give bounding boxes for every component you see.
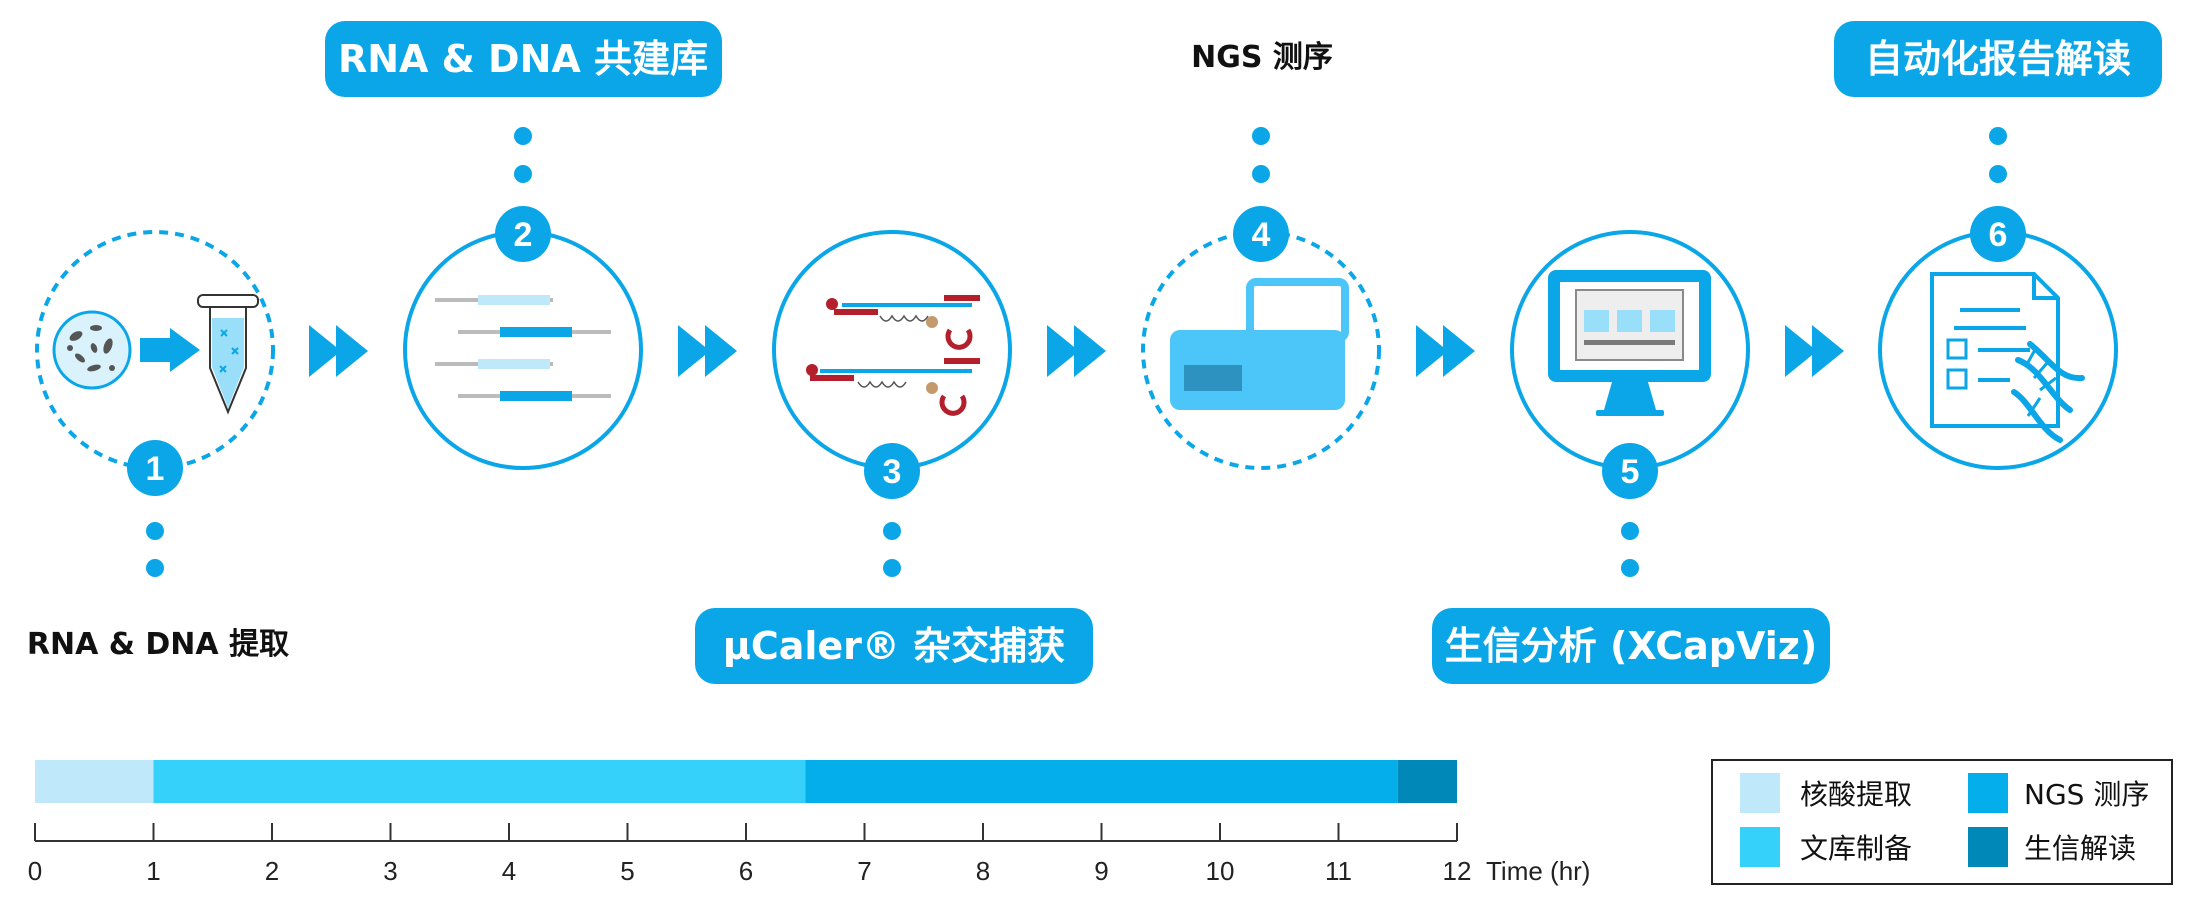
label-pill-5: [1432, 608, 1830, 684]
step-badge-2: 2: [495, 206, 551, 262]
legend-box: [1711, 759, 2173, 885]
tick-label: 3: [383, 856, 397, 886]
tick-label: 0: [28, 856, 42, 886]
dot: [1252, 127, 1270, 145]
flow-arrows: [309, 325, 1844, 377]
step-1-circle: [35, 230, 275, 470]
timeline-segment-1: [153, 760, 806, 803]
label-pill-3: [695, 608, 1093, 684]
tick-label: 12: [1443, 856, 1472, 886]
dot: [1989, 127, 2007, 145]
dot: [514, 127, 532, 145]
legend-swatch-sequencing: [1968, 773, 2008, 813]
x-axis-label: Time (hr): [1486, 856, 1590, 886]
dot: [1621, 559, 1639, 577]
tick-label: 8: [976, 856, 990, 886]
step-2-label: RNA & DNA 共建库: [338, 37, 708, 81]
step-1-label: RNA & DNA 提取: [27, 627, 289, 662]
step-label-3: μCaler® 杂交捕获: [695, 608, 1093, 684]
step-badge-6: 6: [1970, 206, 2026, 262]
legend-label-sequencing: NGS 测序: [2024, 778, 2149, 811]
sequencer-icon: [1170, 278, 1349, 410]
label-pill-6: [1834, 21, 2162, 97]
step-label-5: 生信分析 (XCapViz): [1432, 608, 1830, 684]
step-1-number: 1: [146, 450, 165, 488]
step-4-label: NGS 测序: [1191, 40, 1333, 75]
capture-probe-icon: [806, 295, 980, 416]
label-pill-2: [325, 21, 722, 97]
step-label-2: RNA & DNA 共建库: [325, 21, 722, 97]
step-2-number: 2: [514, 216, 533, 254]
dot: [514, 165, 532, 183]
tick-label: 7: [857, 856, 871, 886]
tick-label: 10: [1206, 856, 1235, 886]
double-chevron-icon: [1785, 325, 1844, 377]
step-3-number: 3: [883, 453, 902, 491]
legend-label-analysis: 生信解读: [2024, 832, 2136, 865]
step-3-label: μCaler® 杂交捕获: [723, 624, 1065, 668]
step-5-label: 生信分析 (XCapViz): [1445, 624, 1818, 668]
legend-swatch-library: [1740, 827, 1780, 867]
dot: [1621, 522, 1639, 540]
step-4-number: 4: [1252, 216, 1271, 254]
tick-label: 2: [265, 856, 279, 886]
legend-swatch-analysis: [1968, 827, 2008, 867]
tick-label: 9: [1094, 856, 1108, 886]
step-6-label: 自动化报告解读: [1865, 37, 2131, 81]
step-badge-3: 3: [864, 443, 920, 499]
legend: 核酸提取 文库制备 NGS 测序 生信解读: [1711, 759, 2173, 885]
legend-label-library: 文库制备: [1800, 832, 1912, 865]
step-5-number: 5: [1621, 453, 1640, 491]
step-4-circle: [1141, 230, 1381, 470]
double-chevron-icon: [309, 325, 368, 377]
timeline-segment-0: [35, 760, 154, 803]
step-badge-5: 5: [1602, 443, 1658, 499]
timeline-segment-3: [1397, 760, 1457, 803]
step-circles: [35, 230, 2118, 470]
step-badge-1: 1: [127, 440, 183, 496]
tick-label: 1: [146, 856, 160, 886]
tick-label: 4: [502, 856, 516, 886]
double-chevron-icon: [1047, 325, 1106, 377]
dot: [1989, 165, 2007, 183]
step-badge-4: 4: [1233, 206, 1289, 262]
timeline-segment-2: [805, 760, 1398, 803]
connector-dots: [146, 127, 2007, 577]
monitor-icon: [1548, 270, 1711, 416]
tick-label: 11: [1325, 856, 1352, 886]
step-6-number: 6: [1989, 216, 2008, 254]
step-2-circle: [403, 230, 643, 470]
step-label-6: 自动化报告解读: [1834, 21, 2162, 97]
dot: [883, 522, 901, 540]
legend-swatch-extraction: [1740, 773, 1780, 813]
double-chevron-icon: [1416, 325, 1475, 377]
legend-label-extraction: 核酸提取: [1800, 778, 1912, 811]
report-dna-icon: [1930, 272, 2085, 443]
sample-tube-icon: [52, 294, 259, 415]
dot: [883, 559, 901, 577]
step-3-circle: [772, 230, 1012, 470]
library-fragments-icon: [435, 295, 611, 401]
dot: [146, 522, 164, 540]
tick-label: 5: [620, 856, 634, 886]
dot: [1252, 165, 1270, 183]
timeline-bar: [35, 760, 1457, 803]
dot: [146, 559, 164, 577]
tick-label: 6: [739, 856, 753, 886]
double-chevron-icon: [678, 325, 737, 377]
